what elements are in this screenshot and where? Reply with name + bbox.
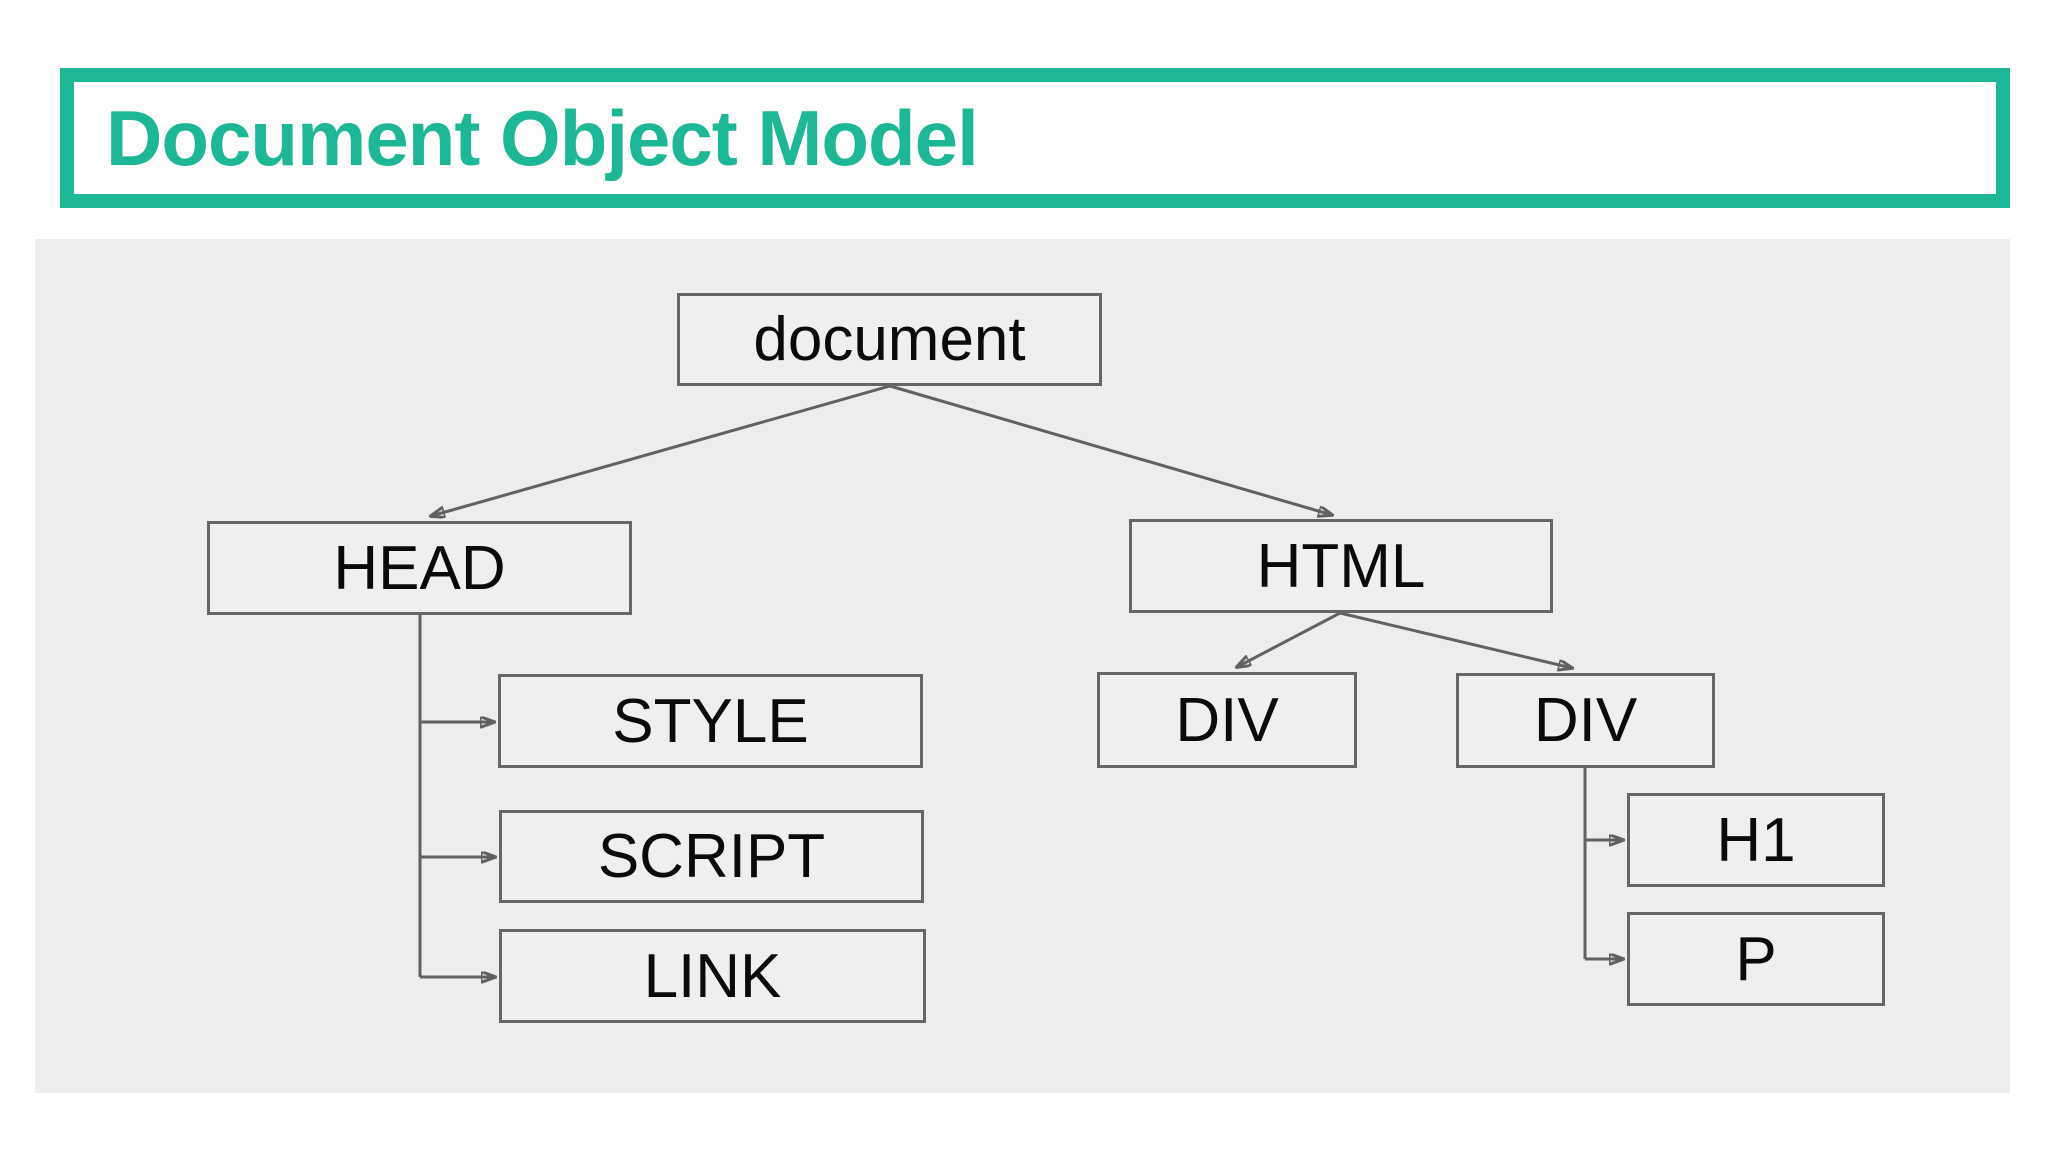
tree-node-div-1: DIV: [1097, 672, 1357, 768]
tree-node-style: STYLE: [498, 674, 923, 768]
tree-node-link: LINK: [499, 929, 926, 1023]
page-title: Document Object Model: [106, 93, 979, 182]
tree-node-document: document: [677, 293, 1102, 386]
tree-node-head: HEAD: [207, 521, 632, 615]
tree-node-p: P: [1627, 912, 1885, 1006]
tree-node-div-2: DIV: [1456, 673, 1715, 768]
slide-title-box: Document Object Model: [60, 68, 2010, 208]
tree-node-html: HTML: [1129, 519, 1553, 613]
tree-node-script: SCRIPT: [499, 810, 924, 903]
tree-node-h1: H1: [1627, 793, 1885, 887]
